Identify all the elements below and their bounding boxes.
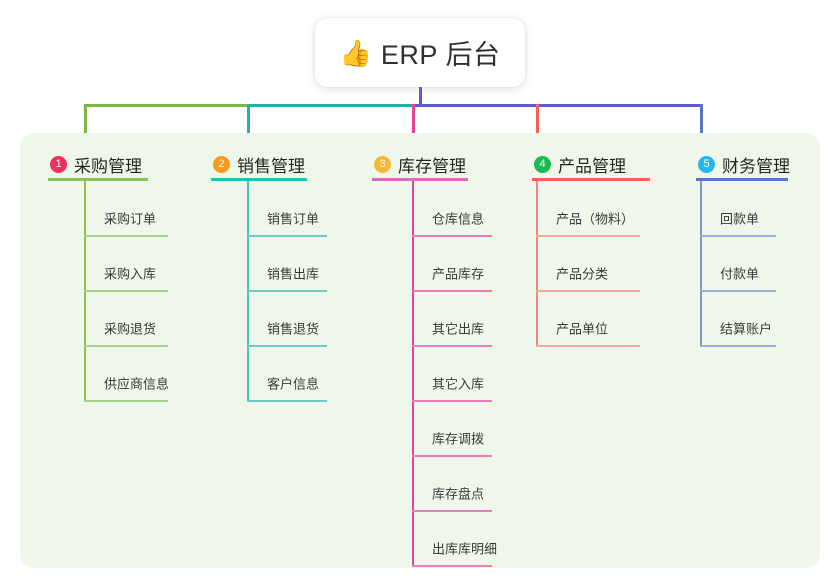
leaf-item-label[interactable]: 客户信息 <box>267 376 320 392</box>
branch-drop-line-2 <box>247 104 250 144</box>
branch-header-2[interactable]: 2 销售管理 <box>211 148 305 180</box>
leaf-item-label[interactable]: 产品分类 <box>556 266 609 282</box>
leaf-item-label[interactable]: 付款单 <box>720 266 760 282</box>
leaf-item-label[interactable]: 产品（物料） <box>556 211 635 227</box>
branch-underline <box>211 178 307 181</box>
branch-title: 产品管理 <box>558 156 626 176</box>
leaf-item-underline <box>412 455 492 457</box>
bus-segment-3 <box>412 104 703 107</box>
leaf-item-label[interactable]: 采购订单 <box>104 211 157 227</box>
leaf-item-underline <box>412 565 492 567</box>
leaf-item-underline <box>700 290 776 292</box>
branch-number-badge: 4 <box>534 155 551 173</box>
branch-underline <box>372 178 468 181</box>
root-node-title: ERP 后台 <box>380 40 501 70</box>
branch-underline <box>48 178 148 181</box>
leaf-item-label[interactable]: 采购入库 <box>104 266 157 282</box>
leaf-item-underline <box>412 290 492 292</box>
bus-segment-2 <box>247 104 415 107</box>
thumbs-up-icon: 👍 <box>339 37 372 68</box>
leaf-item-label[interactable]: 其它入库 <box>432 376 485 392</box>
bus-segment-1 <box>84 104 250 107</box>
branch-header-1[interactable]: 1 采购管理 <box>48 148 142 180</box>
branch-spine <box>412 181 414 565</box>
leaf-item-label[interactable]: 销售退货 <box>267 321 320 337</box>
branch-header-3[interactable]: 3 库存管理 <box>372 148 466 180</box>
branch-spine <box>700 181 702 345</box>
branch-header-4[interactable]: 4 产品管理 <box>532 148 626 180</box>
branch-drop-line-3 <box>412 104 415 144</box>
branch-drop-line-4 <box>536 104 539 144</box>
root-stem-line <box>419 87 422 107</box>
leaf-item-label[interactable]: 销售出库 <box>267 266 320 282</box>
root-node[interactable]: 👍 ERP 后台 <box>315 18 525 87</box>
leaf-item-underline <box>536 290 640 292</box>
leaf-item-underline <box>84 290 168 292</box>
branch-underline <box>532 178 650 181</box>
leaf-item-underline <box>247 345 327 347</box>
leaf-item-underline <box>536 345 640 347</box>
branch-underline <box>696 178 788 181</box>
leaf-item-underline <box>247 400 327 402</box>
branch-number-badge: 1 <box>50 155 67 173</box>
leaf-item-underline <box>412 235 492 237</box>
leaf-item-underline <box>84 400 168 402</box>
branch-title: 销售管理 <box>237 156 305 176</box>
leaf-item-underline <box>536 235 640 237</box>
leaf-item-label[interactable]: 其它出库 <box>432 321 485 337</box>
leaf-item-label[interactable]: 结算账户 <box>720 321 773 337</box>
leaf-item-underline <box>247 290 327 292</box>
branch-title: 财务管理 <box>722 156 790 176</box>
leaf-item-label[interactable]: 回款单 <box>720 211 760 227</box>
branch-number-badge: 5 <box>698 155 715 173</box>
branch-title: 库存管理 <box>398 156 466 176</box>
leaf-item-underline <box>84 345 168 347</box>
leaf-item-label[interactable]: 仓库信息 <box>432 211 485 227</box>
branch-drop-line-1 <box>84 104 87 144</box>
leaf-item-underline <box>84 235 168 237</box>
leaf-item-label[interactable]: 产品单位 <box>556 321 609 337</box>
leaf-item-underline <box>247 235 327 237</box>
leaf-item-label[interactable]: 出库库明细 <box>432 541 498 557</box>
branch-header-5[interactable]: 5 财务管理 <box>696 148 790 180</box>
leaf-item-label[interactable]: 库存盘点 <box>432 486 485 502</box>
branch-number-badge: 3 <box>374 155 391 173</box>
branch-spine <box>536 181 538 345</box>
leaf-item-label[interactable]: 销售订单 <box>267 211 320 227</box>
leaf-item-underline <box>412 400 492 402</box>
leaf-item-label[interactable]: 产品库存 <box>432 266 485 282</box>
leaf-item-label[interactable]: 库存调拨 <box>432 431 485 447</box>
leaf-item-label[interactable]: 供应商信息 <box>104 376 170 392</box>
branches-panel: 1 采购管理采购订单采购入库采购退货供应商信息 2 销售管理销售订单销售出库销售退货客… <box>20 133 820 568</box>
leaf-item-underline <box>412 345 492 347</box>
leaf-item-label[interactable]: 采购退货 <box>104 321 157 337</box>
branch-title: 采购管理 <box>74 156 142 176</box>
leaf-item-underline <box>700 235 776 237</box>
leaf-item-underline <box>700 345 776 347</box>
branch-number-badge: 2 <box>213 155 230 173</box>
branch-drop-line-5 <box>700 104 703 144</box>
leaf-item-underline <box>412 510 492 512</box>
